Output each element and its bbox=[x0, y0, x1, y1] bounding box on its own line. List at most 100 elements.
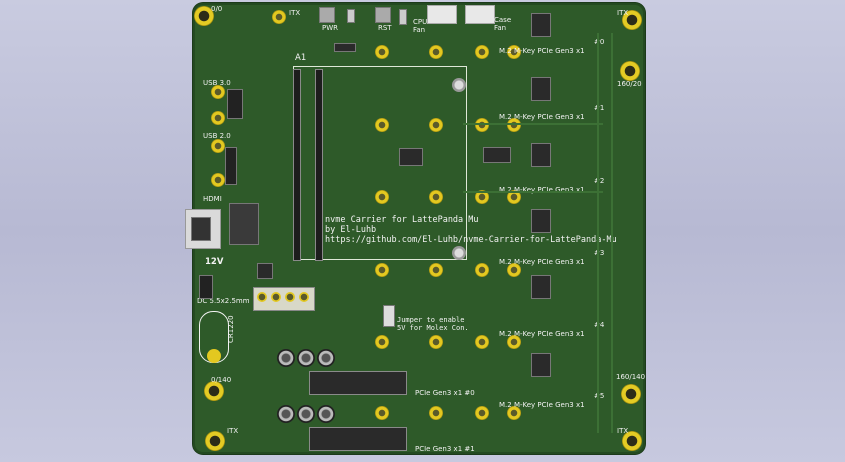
grid-hole bbox=[429, 45, 443, 59]
grid-hole bbox=[429, 335, 443, 349]
mounting-hole-tr bbox=[622, 10, 642, 30]
coord-label-160-140: 160/140 bbox=[616, 373, 646, 381]
battery-pad bbox=[207, 349, 221, 363]
module-standoff-bottom bbox=[452, 246, 466, 260]
v12-label: 12V bbox=[205, 257, 224, 267]
grid-hole bbox=[507, 406, 521, 420]
rst-label: RST bbox=[378, 24, 392, 32]
electrolytic-capacitor bbox=[297, 349, 315, 367]
coord-label-0-140: 0/140 bbox=[211, 376, 232, 384]
grid-hole bbox=[429, 118, 443, 132]
so-dimm-socket-right bbox=[315, 69, 323, 261]
jumper-header-molex bbox=[383, 305, 395, 327]
m2-controller-ic bbox=[531, 209, 551, 233]
mounting-hole-bl bbox=[205, 431, 225, 451]
pcb-board: 0/0 ITX ITX ITX ITX 160/20 0/140 160/140… bbox=[185, 3, 646, 454]
so-dimm-socket-left bbox=[293, 69, 301, 261]
m2-slot-label: M.2 M-Key PCIe Gen3 x1 bbox=[499, 186, 585, 194]
jumper-note: Jumper to enable 5V for Molex Con. bbox=[397, 316, 469, 332]
pcie-slot-0-label: PCIe Gen3 x1 #0 bbox=[415, 389, 475, 397]
grid-hole bbox=[475, 45, 489, 59]
usb3-header bbox=[227, 89, 243, 119]
grid-hole bbox=[375, 335, 389, 349]
grid-hole bbox=[375, 263, 389, 277]
board-trace bbox=[463, 191, 603, 193]
m2-slot-label: M.2 M-Key PCIe Gen3 x1 bbox=[499, 330, 585, 338]
usb2-label: USB 2.0 bbox=[203, 132, 231, 140]
m2-slot-2: M.2 M-Key PCIe Gen3 x1 #2 bbox=[499, 177, 604, 196]
grid-hole bbox=[475, 335, 489, 349]
m2-slot-1: M.2 M-Key PCIe Gen3 x1 #1 bbox=[499, 104, 604, 123]
m2-slot-label: M.2 M-Key PCIe Gen3 x1 bbox=[499, 401, 585, 409]
itx-label-tl: ITX bbox=[289, 9, 301, 17]
repo-url: https://github.com/El-Luhb/nvme-Carrier-… bbox=[325, 235, 617, 245]
electrolytic-capacitor bbox=[317, 349, 335, 367]
pcie-switch-ic bbox=[399, 148, 423, 166]
m2-slot-index: #2 bbox=[594, 177, 605, 185]
rst-button bbox=[375, 7, 391, 23]
cpu-fan-label: CPU Fan bbox=[413, 18, 428, 34]
m2-slot-index: #1 bbox=[594, 104, 605, 112]
m2-slot-label: M.2 M-Key PCIe Gen3 x1 bbox=[499, 113, 585, 121]
hdmi-label: HDMI bbox=[203, 195, 222, 203]
board-author: by El-Luhb bbox=[325, 225, 377, 235]
clock-buffer-ic bbox=[483, 147, 511, 163]
itx-hole-tl bbox=[272, 10, 286, 24]
molex-pin-4 bbox=[299, 292, 309, 302]
grid-hole bbox=[475, 263, 489, 277]
usb3-hole-a bbox=[211, 85, 225, 99]
grid-hole bbox=[429, 263, 443, 277]
coord-label-0-0: 0/0 bbox=[211, 5, 223, 13]
electrolytic-capacitor bbox=[277, 349, 295, 367]
grid-hole bbox=[507, 45, 521, 59]
hdmi-connector-inner bbox=[191, 217, 211, 241]
grid-hole bbox=[507, 335, 521, 349]
grid-hole bbox=[375, 118, 389, 132]
electrolytic-capacitor bbox=[317, 405, 335, 423]
grid-hole bbox=[475, 190, 489, 204]
module-ref-a1: A1 bbox=[295, 53, 307, 63]
board-trace bbox=[611, 33, 613, 433]
m2-slot-5: M.2 M-Key PCIe Gen3 x1 #5 bbox=[499, 392, 604, 411]
dc-jack-label: DC 5.5x2.5mm bbox=[197, 297, 250, 305]
cpu-fan-connector bbox=[427, 5, 457, 24]
m2-controller-ic bbox=[531, 275, 551, 299]
usb3-hole-b bbox=[211, 111, 225, 125]
grid-hole bbox=[375, 190, 389, 204]
m2-controller-ic bbox=[531, 13, 551, 37]
coord-label-160-20: 160/20 bbox=[617, 80, 642, 88]
m2-slot-label: M.2 M-Key PCIe Gen3 x1 bbox=[499, 47, 585, 55]
grid-hole bbox=[507, 263, 521, 277]
pwr-button bbox=[319, 7, 335, 23]
m2-slot-index: #5 bbox=[594, 392, 605, 400]
m2-controller-ic bbox=[531, 77, 551, 101]
m2-slot-index: #4 bbox=[594, 321, 605, 329]
m2-slot-label: M.2 M-Key PCIe Gen3 x1 bbox=[499, 258, 585, 266]
molex-pin-3 bbox=[285, 292, 295, 302]
dc-jack bbox=[199, 275, 213, 299]
pwr-label: PWR bbox=[322, 24, 339, 32]
board-trace bbox=[463, 123, 603, 125]
mounting-hole-tl bbox=[194, 6, 214, 26]
pcie-x1-connector-0 bbox=[309, 371, 407, 395]
jumper-header bbox=[399, 9, 407, 25]
grid-hole bbox=[507, 190, 521, 204]
cr1220-label: CR1220 bbox=[227, 315, 235, 343]
itx-label-bl: ITX bbox=[227, 427, 239, 435]
molex-pin-1 bbox=[257, 292, 267, 302]
grid-hole bbox=[475, 118, 489, 132]
title-block: nvme Carrier for LattePanda Mu by El-Luh… bbox=[325, 215, 617, 245]
itx-label-br: ITX bbox=[617, 427, 629, 435]
grid-hole bbox=[429, 190, 443, 204]
electrolytic-capacitor bbox=[277, 405, 295, 423]
m2-slot-4: M.2 M-Key PCIe Gen3 x1 #4 bbox=[499, 321, 604, 340]
usb3-label: USB 3.0 bbox=[203, 79, 231, 87]
electrolytic-capacitor bbox=[297, 405, 315, 423]
mounting-hole-0-140 bbox=[204, 381, 224, 401]
itx-label-tr: ITX bbox=[617, 9, 629, 17]
m2-slot-0: M.2 M-Key PCIe Gen3 x1 #0 bbox=[499, 38, 604, 57]
header-3pin bbox=[334, 43, 356, 52]
molex-pin-2 bbox=[271, 292, 281, 302]
grid-hole bbox=[475, 406, 489, 420]
grid-hole bbox=[429, 406, 443, 420]
